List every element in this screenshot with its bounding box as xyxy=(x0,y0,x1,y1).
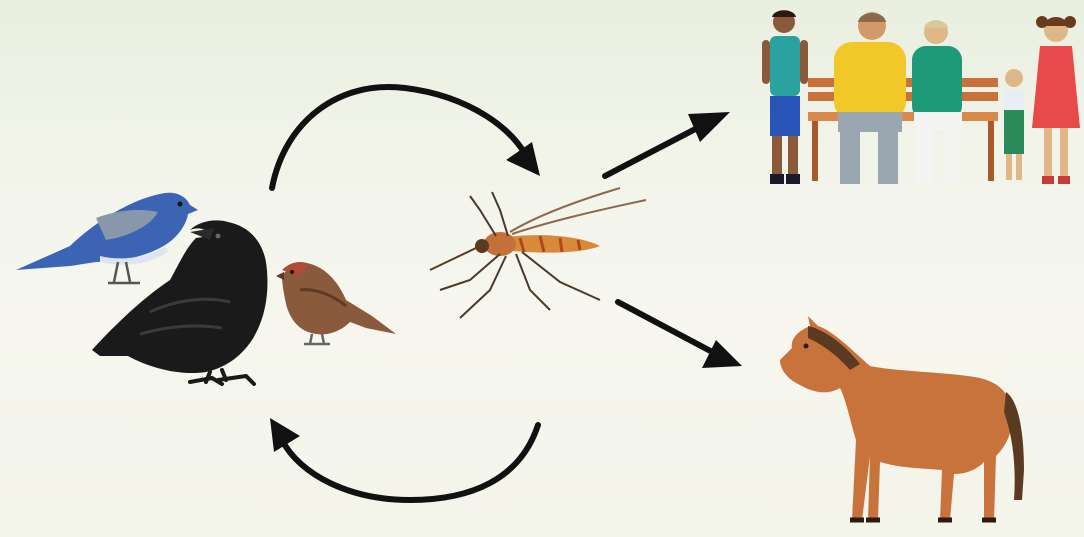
blue-bird-icon xyxy=(16,193,198,283)
arrow-mosquito-to-birds xyxy=(270,418,538,500)
arrow-mosquito-to-horse xyxy=(618,302,742,368)
person-elder-green xyxy=(912,20,962,184)
mosquito-icon xyxy=(430,188,646,318)
sparrow-icon xyxy=(276,262,396,344)
people-on-bench-icon xyxy=(762,10,1080,184)
person-small-child xyxy=(1004,69,1024,180)
arrow-mosquito-to-people xyxy=(605,112,730,176)
person-boy xyxy=(762,10,808,184)
birds-group xyxy=(16,193,396,384)
person-man-yellow xyxy=(834,12,906,184)
horse-icon xyxy=(780,316,1024,520)
person-girl-red xyxy=(1032,16,1080,184)
arrow-birds-to-mosquito xyxy=(272,87,540,188)
